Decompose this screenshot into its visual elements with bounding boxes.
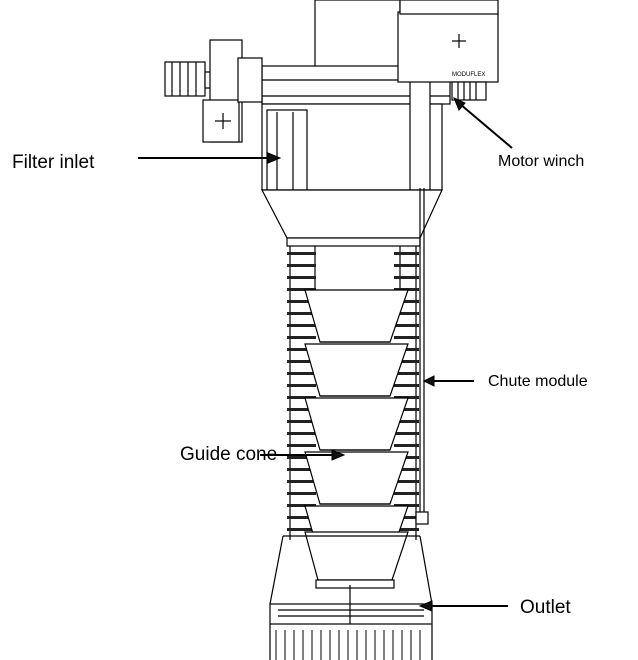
outlet-slats [275,630,421,660]
chute-ring-left [287,384,316,387]
filter-inlet-label: Filter inlet [12,152,95,173]
motor-brand-text: MODUFLEX [452,72,485,78]
chute-ring-right [394,480,419,483]
motor-winch-label: Motor winch [498,153,584,170]
guide-cone-label: Guide cone [180,444,277,465]
top-housing [261,0,451,301]
chute-ring-left [287,492,316,495]
guide-cone [304,451,409,505]
fan-blower [164,39,263,143]
outlet-label: Outlet [520,597,571,618]
callout-chute-module: Chute module [422,373,588,390]
guide-cone [304,343,409,397]
chute-module-label: Chute module [488,373,588,390]
chute-ring-left [287,288,316,291]
chute-ring-right [394,384,419,387]
chute-ring-left [287,312,316,315]
chute-ring-left [287,516,316,519]
chute-ring-left [287,468,316,471]
chute-ring-left [287,360,316,363]
chute-ring-left [287,504,316,507]
callout-outlet: Outlet [418,597,571,618]
chute-ring-right [394,408,419,411]
chute-ring-right [394,432,419,435]
chute-ring-right [394,516,419,519]
chute-ring-left [287,420,316,423]
chute-ring-right [394,372,419,375]
guide-cone [304,289,409,343]
chute-ring-left [287,300,316,303]
chute-ring-left [287,528,316,531]
chute-ring-right [394,300,419,303]
outlet-cone [304,531,409,581]
chute-ring-left [287,480,316,483]
guide-cones [304,289,409,589]
chute-ring-left [287,348,316,351]
chute-ring-left [287,432,316,435]
chute-ring-right [394,492,419,495]
chute-ring-left [287,252,316,255]
chute-ring-left [287,396,316,399]
chute-ring-right [394,444,419,447]
chute-ring-right [394,468,419,471]
chute-ring-left [287,264,316,267]
chute-ring-right [394,336,419,339]
chute-ring-right [394,324,419,327]
chute-ring-left [287,324,316,327]
chute-ring-left [287,456,316,459]
side-rod [415,188,429,525]
chute-ring-left [287,408,316,411]
callout-guide-cone: Guide cone [180,444,346,465]
chute-ring-left [287,372,316,375]
chute-ring-right [394,264,419,267]
callout-filter-inlet: Filter inlet [12,152,282,173]
chute-ring-right [394,276,419,279]
guide-cone [304,397,409,451]
chute-ring-left [287,444,316,447]
chute-ring-left [287,276,316,279]
chute-ring-right [394,252,419,255]
chute-ring-right [394,312,419,315]
chute-ring-right [394,420,419,423]
callout-motor-winch: Motor winch [453,97,584,170]
outlet-section [269,535,433,660]
motor-winch: MODUFLEX [397,0,499,101]
chute-column [289,246,417,540]
chute-ring-right [394,360,419,363]
chute-ring-right [394,528,419,531]
outlet-cone-rim [315,579,395,589]
chute-ring-left [287,336,316,339]
